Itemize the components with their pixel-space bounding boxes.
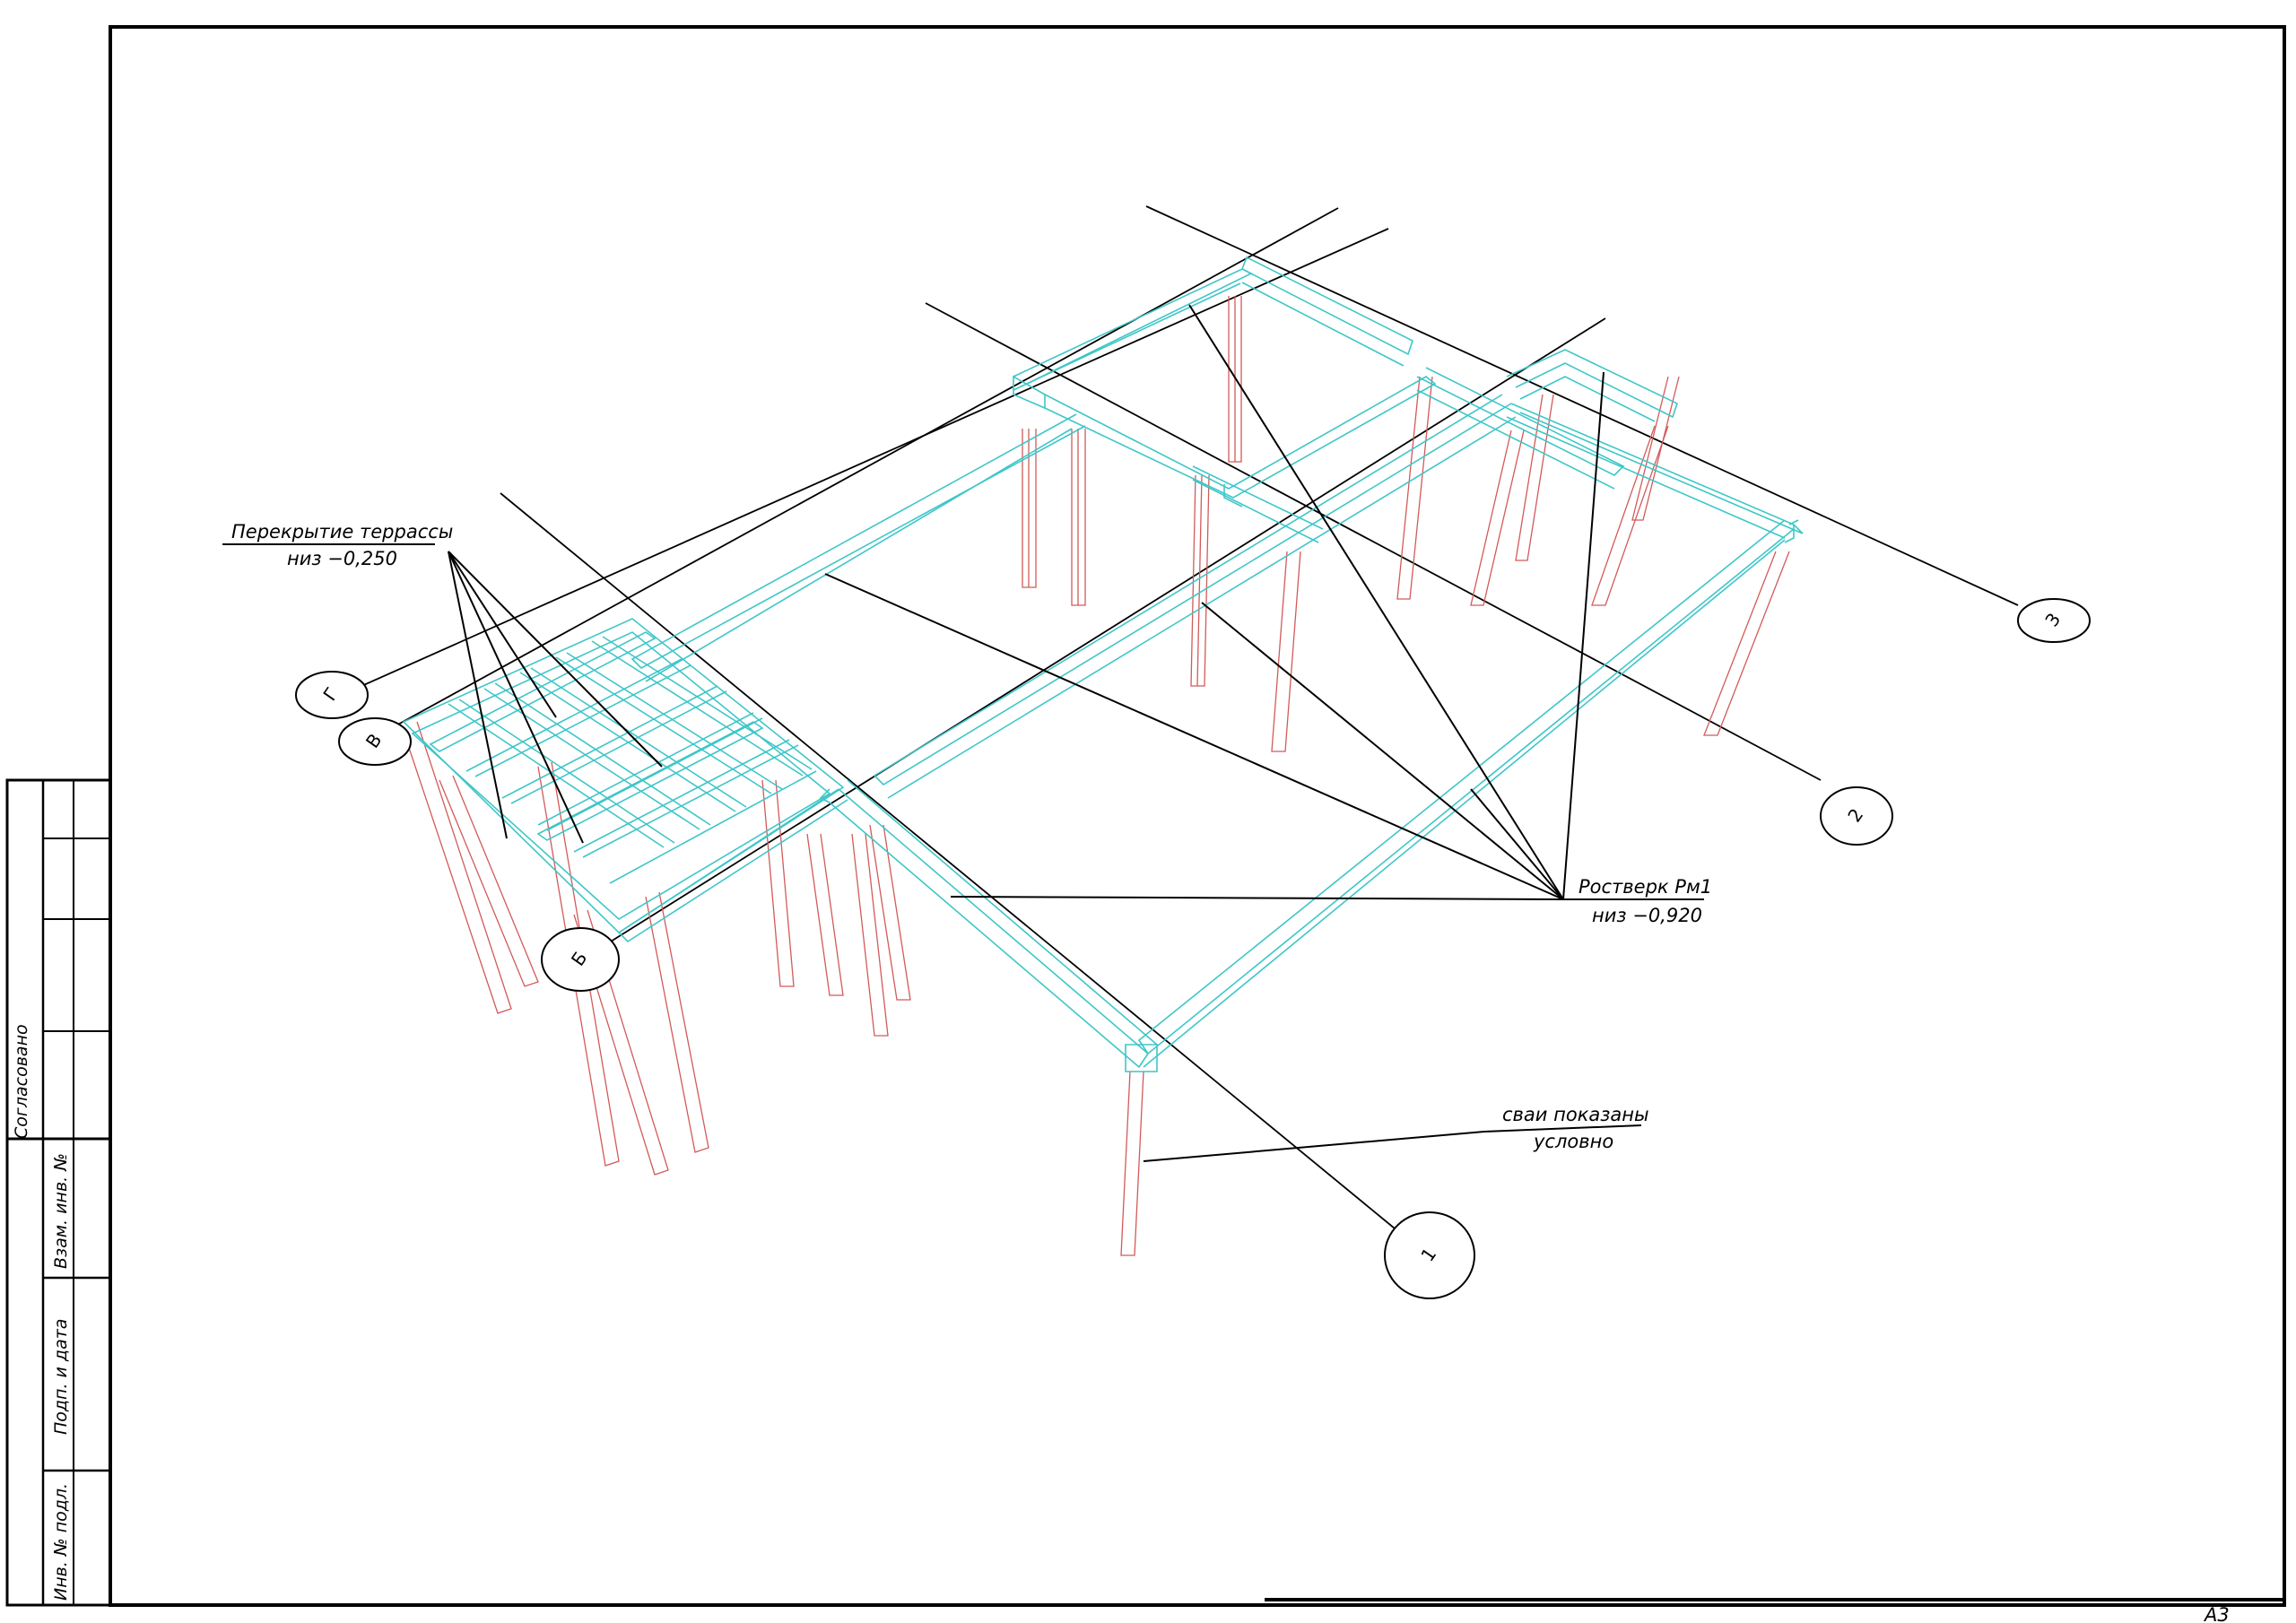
grid-axis-lines (351, 205, 2019, 1229)
stamp-orig-inv-no: Инв. № подл. (51, 1483, 71, 1601)
drawing-frame (109, 25, 2286, 1607)
leaders (222, 304, 1704, 1162)
axis-bubble-3: 3 (2017, 598, 2091, 643)
grillage-label: Ростверк Рм1 (1578, 876, 1712, 898)
sheet-format: А3 (2203, 1604, 2230, 1623)
stamp-sign-date: Подп. и дата (51, 1319, 71, 1435)
terrace-slab-level: низ −0,250 (287, 548, 397, 569)
piles-note-line1: сваи показаны (1502, 1104, 1649, 1125)
grillage-beams (617, 256, 1804, 1072)
stamp-ref-inv-no: Взам. инв. № (51, 1153, 71, 1269)
stamp-agreed: Согласовано (12, 1024, 31, 1139)
side-stamp-table (5, 778, 112, 1607)
grillage-level: низ −0,920 (1592, 905, 1702, 926)
axis-bubble-G: Г (295, 671, 369, 719)
axis-bubble-V: В (338, 717, 412, 766)
axis-bubble-2: 2 (1820, 786, 1893, 846)
terrace-slab (402, 618, 845, 934)
piles-note-line2: условно (1533, 1131, 1613, 1152)
terrace-slab-label: Перекрытие террассы (231, 521, 453, 542)
axis-bubble-1: 1 (1384, 1211, 1475, 1299)
axis-bubble-B: Б (541, 927, 620, 992)
